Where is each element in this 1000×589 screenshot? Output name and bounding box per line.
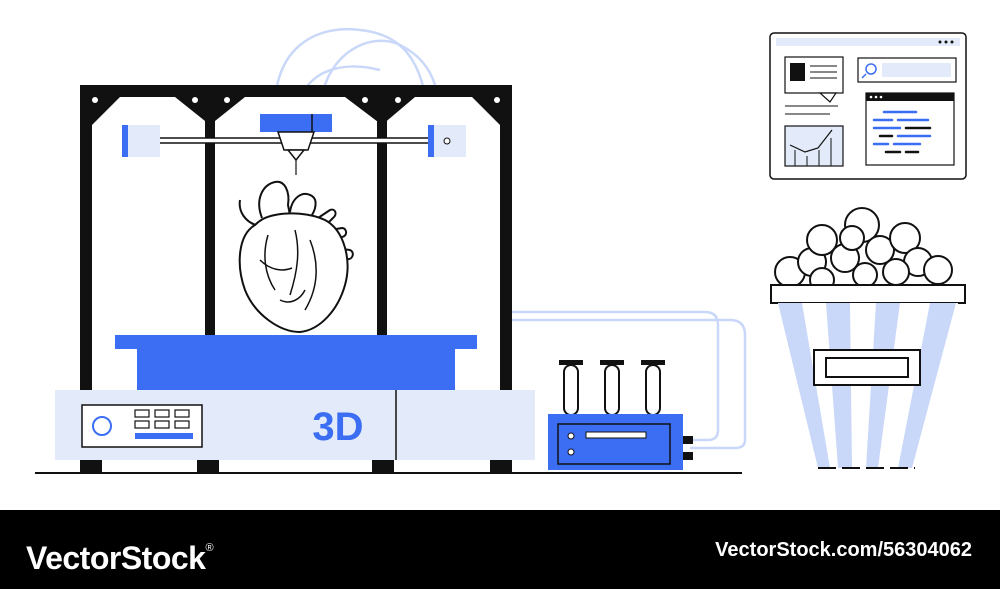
brand-logo: VectorStock® [26, 526, 214, 580]
printer-label: 3D [312, 405, 363, 449]
registered-mark: ® [205, 542, 214, 554]
brand-name: VectorStock [26, 540, 206, 576]
heart-icon [238, 180, 354, 333]
footer-bar: VectorStock® VectorStock.com/56304062 [0, 510, 1000, 589]
bar-chart-icon [784, 125, 844, 167]
test-tube-control-box [548, 360, 693, 470]
code-lines-icon [865, 92, 955, 166]
browser-window-icon [769, 32, 967, 180]
watermark-url: VectorStock.com/56304062 [715, 539, 972, 561]
search-icon [857, 57, 957, 83]
scene-illustration: 3D [35, 27, 967, 474]
popcorn-icon [770, 207, 966, 469]
